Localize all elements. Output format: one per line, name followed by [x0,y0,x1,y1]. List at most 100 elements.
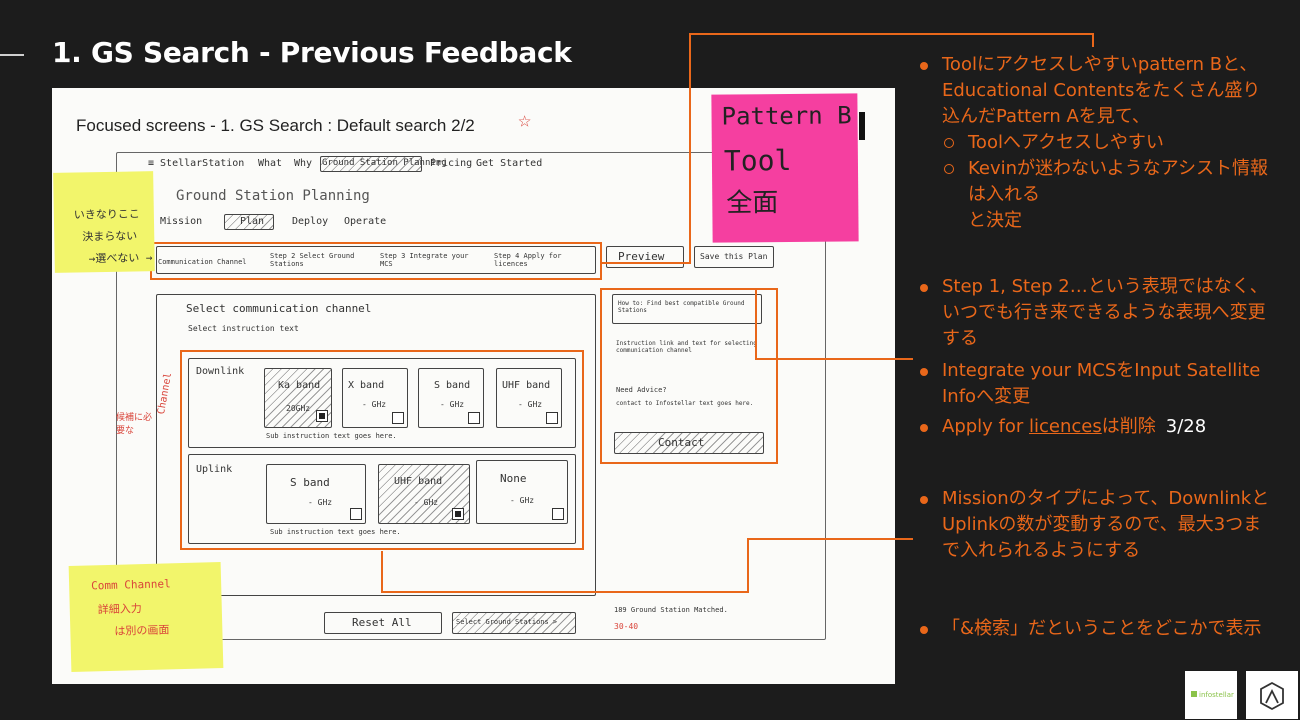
sketch-heading: Focused screens - 1. GS Search : Default… [76,116,475,135]
downlink-s-checkbox[interactable] [468,412,480,424]
downlink-label: Downlink [196,366,245,377]
connector-howto-vertical [755,290,757,360]
downlink-ka-checkbox[interactable] [316,410,328,422]
uplink-card-none-freq: - GHz [510,496,535,505]
feedback-item-6-text: 「&検索」だということをどこかで表示 [942,618,1262,639]
step-1[interactable]: Communication Channel [158,258,247,266]
tab-operate[interactable]: Operate [344,216,387,227]
ring-bullet-icon [944,138,954,148]
pink-note-tab [859,112,865,140]
connector-channel-bottom [381,591,749,593]
connector-step-horizontal [602,262,691,264]
tab-mission[interactable]: Mission [160,216,203,227]
uplink-card-uhf-freq: - GHz [414,498,439,507]
matched-red-note: 30-40 [614,622,639,631]
connector-howto-horizontal [755,358,913,360]
bullet-icon [920,368,928,376]
left-red-note: 候補に必要な [116,413,153,436]
connector-channel-vertical [381,551,383,593]
title-dash [0,54,24,56]
feedback-item-1-sub-2: Kevinが迷わないようなアシスト情報は入れる [942,156,1278,208]
downlink-x-checkbox[interactable] [392,412,404,424]
feedback-item-3-text: Integrate your MCSをInput Satellite Infoへ… [942,360,1261,407]
nav-item-gs-planning[interactable]: Ground Station Planning [322,158,447,168]
downlink-card-uhf[interactable] [496,368,562,428]
downlink-group [188,358,576,448]
uplink-s-checkbox[interactable] [350,508,362,520]
next-label: Select Ground Stations > [456,618,558,626]
uplink-card-none[interactable] [476,460,568,524]
downlink-card-x[interactable] [342,368,408,428]
downlink-uhf-checkbox[interactable] [546,412,558,424]
ring-bullet-icon [944,164,954,174]
preview-label: Preview [618,250,665,263]
feedback-item-5-text: Missionのタイプによって、DownlinkとUplinkの数が変動するので… [942,488,1270,561]
feedback-item-3: Integrate your MCSをInput Satellite Infoへ… [918,358,1278,410]
next-button[interactable] [452,612,576,634]
reset-button[interactable] [324,612,442,634]
save-plan-label: Save this Plan [700,252,768,261]
uplink-none-checkbox[interactable] [552,508,564,520]
uplink-card-s-freq: - GHz [308,498,333,507]
content-panel [156,294,596,596]
sticky-top-line-1: いきなりここ [73,207,140,222]
downlink-card-uhf-freq: - GHz [518,400,543,409]
browser-frame [116,152,826,640]
downlink-card-s[interactable] [418,368,484,428]
uplink-uhf-checkbox[interactable] [452,508,464,520]
feedback-item-2-text: Step 1, Step 2…という表現ではなく、いつでも行き来できるような表現… [942,276,1268,349]
page-number: 3/28 [1165,416,1207,437]
sticky-top-line-2: 決まらない [82,229,138,244]
nav-item-gs-planning-highlight [320,156,422,172]
uplink-card-uhf-name: UHF band [394,476,443,487]
sticky-bottom-line-3: は別の画面 [114,623,170,638]
bullet-icon [920,424,928,432]
sticky-pink-line-1: Pattern B [721,101,852,131]
save-plan-button[interactable] [694,246,774,268]
downlink-card-uhf-name: UHF band [502,380,551,391]
slide-title: 1. GS Search - Previous Feedback [52,36,572,69]
nav-item-get-started[interactable]: Get Started [476,158,543,169]
contact-button[interactable] [614,432,764,454]
sticky-bottom-line-1: Comm Channel [90,577,171,593]
connector-channel-right-vertical [747,538,749,593]
feedback-item-1-text: Toolにアクセスしやすいpattern Bと、Educational Cont… [942,54,1261,127]
hexagon-logo-icon [1260,681,1284,711]
infostellar-logo: infostellar [1185,671,1237,719]
downlink-sub-text: Sub instruction text goes here. [266,432,397,440]
bullet-icon [920,626,928,634]
infostellar-logo-text: infostellar [1199,691,1234,699]
licences-link[interactable]: licences [1029,416,1102,437]
howto-text[interactable]: Instruction link and text for selecting … [616,340,757,354]
connector-top-horizontal [689,33,1094,35]
uplink-card-s[interactable] [266,464,366,524]
tab-plan[interactable] [224,214,274,230]
advice-text: contact to Infostellar text goes here. [616,400,754,407]
step-3[interactable]: Step 3 Integrate your MCS [380,252,469,268]
nav-brand[interactable]: ≡ StellarStation [148,158,245,169]
nav-item-why[interactable]: Why [294,158,313,169]
sticky-bottom-line-2: 詳細入力 [97,602,142,617]
feedback-item-1-sub-1: Toolへアクセスしやすい [942,130,1278,156]
howto-title: How to: Find best compatible Ground Stat… [618,300,745,314]
step-2[interactable]: Step 2 Select Ground Stations [270,252,355,268]
downlink-card-x-freq: - GHz [362,400,387,409]
downlink-card-ka-name: Ka band [278,380,321,391]
feedback-item-5: Missionのタイプによって、DownlinkとUplinkの数が変動するので… [918,486,1278,564]
bullet-icon [920,496,928,504]
advice-title: Need Advice? [616,386,667,394]
step-4[interactable]: Step 4 Apply for licences [494,252,562,268]
section-title: Select communication channel [186,302,372,315]
sticky-note-pink: Pattern B Tool 全面 [711,93,859,243]
feedback-item-1: Toolにアクセスしやすいpattern Bと、Educational Cont… [918,52,1278,234]
feedback-item-1-sub-1-text: Toolへアクセスしやすい [968,132,1164,153]
connector-top-right-vertical [1092,33,1094,47]
nav-item-pricing[interactable]: Pricing [430,158,473,169]
nav-item-what[interactable]: What [258,158,283,169]
feedback-item-6: 「&検索」だということをどこかで表示 [918,616,1278,642]
preview-button[interactable] [606,246,684,268]
matched-text: 189 Ground Station Matched. [614,606,728,614]
stepper [156,246,596,274]
tab-deploy[interactable]: Deploy [292,216,329,227]
